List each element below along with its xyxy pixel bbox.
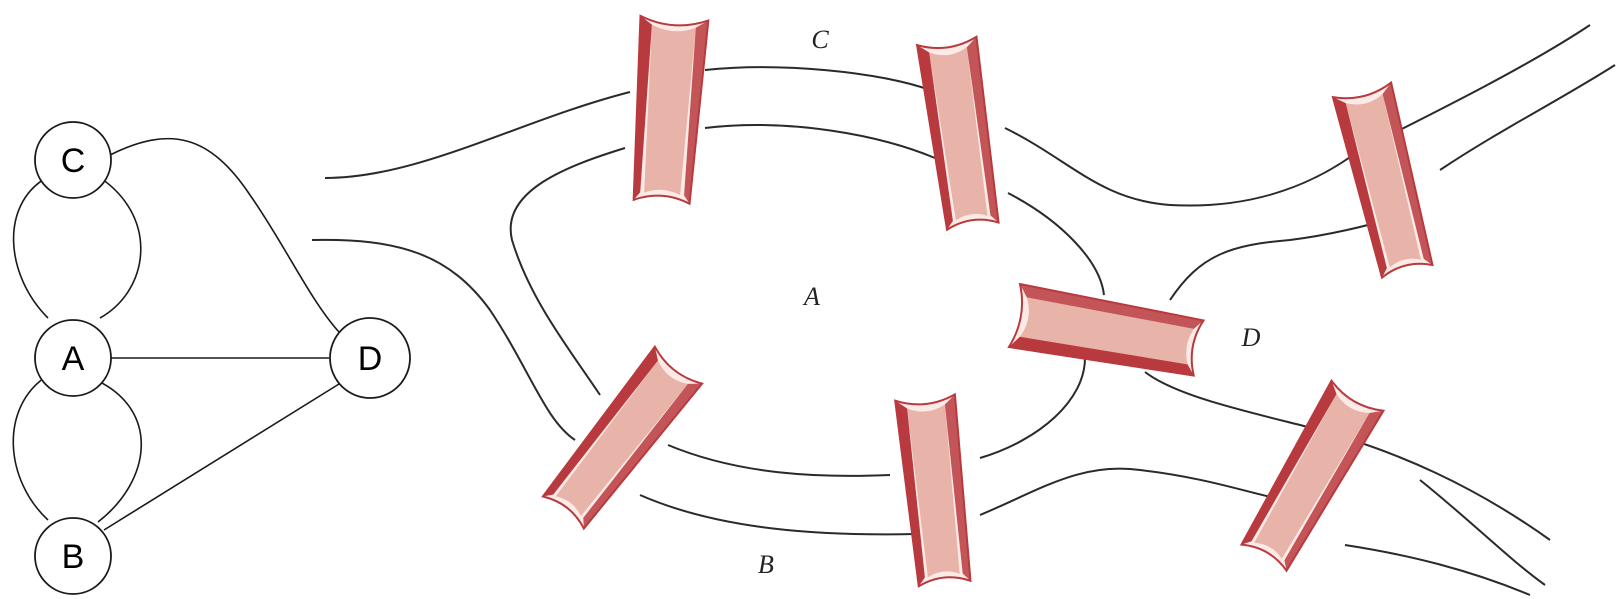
bridges	[540, 16, 1437, 587]
riverbank-east-upper	[1440, 65, 1615, 170]
island-a-bottom	[668, 445, 890, 476]
bridge-2	[917, 37, 1002, 231]
bridge-1	[628, 16, 709, 204]
island-a-left	[511, 148, 625, 395]
island-a-bottom-right	[980, 358, 1085, 458]
region-label-a: A	[802, 282, 820, 311]
bridge-5	[540, 347, 702, 531]
graph-edge-a-c-right	[96, 175, 141, 318]
island-a-right	[1008, 193, 1104, 295]
bridge-7	[1238, 381, 1383, 573]
graph-node-b: B	[35, 518, 111, 594]
graph-node-a: A	[35, 320, 111, 396]
riverbank-south-middle	[640, 495, 915, 534]
graph-edge-a-b-left	[13, 378, 48, 520]
bridge-3	[1333, 83, 1436, 279]
riverbank-north-left	[325, 92, 630, 178]
region-labels: C A D B	[758, 25, 1261, 579]
riverbank-south-right	[980, 469, 1285, 515]
riverbank-d-outer	[1420, 480, 1545, 585]
graph-node-c: C	[35, 122, 111, 198]
riverbank-d-upper	[1170, 220, 1385, 300]
bridge-4	[1009, 284, 1204, 379]
riverbank-south-far	[1345, 545, 1530, 595]
graph-edge-c-d	[110, 139, 339, 332]
graph-node-label: D	[358, 340, 383, 378]
region-label-b: B	[758, 550, 774, 579]
region-label-d: D	[1241, 323, 1261, 352]
graph-node-label: A	[62, 340, 85, 378]
graph-node-label: B	[62, 538, 85, 576]
graph-edge-a-c-left	[14, 178, 48, 318]
region-label-c: C	[811, 25, 829, 54]
riverbank-north-right	[1005, 25, 1590, 206]
bridge-6	[895, 394, 974, 586]
island-a-top	[705, 125, 935, 158]
graph-edge-b-d	[104, 384, 339, 530]
riverbank-north-middle	[705, 67, 930, 90]
graph-edge-a-b-right	[96, 380, 141, 522]
graph-node-label: C	[61, 142, 86, 180]
graph-node-d: D	[330, 318, 410, 398]
